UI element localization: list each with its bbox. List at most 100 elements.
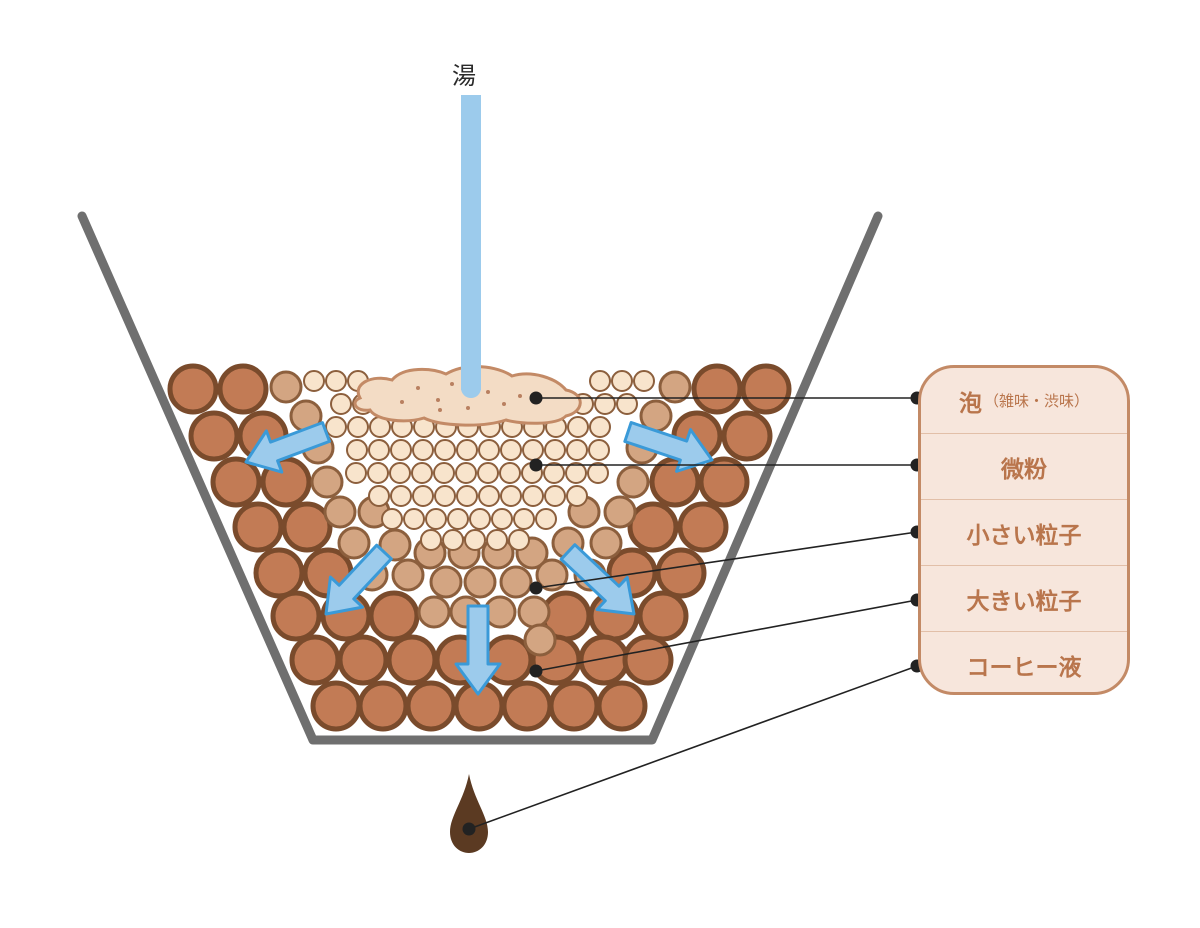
large-particle xyxy=(310,680,362,732)
water-stream-bar xyxy=(461,95,481,390)
fine-particle xyxy=(594,393,616,415)
legend-label-liquid: コーヒー液 xyxy=(966,655,1082,681)
foam-speck xyxy=(466,406,470,410)
fine-particle xyxy=(381,508,403,530)
fine-particle xyxy=(390,485,412,507)
legend-item-fines: 微粉 xyxy=(921,434,1127,500)
large-particle xyxy=(405,680,457,732)
large-particle xyxy=(655,547,707,599)
fine-particle xyxy=(535,508,557,530)
foam-speck xyxy=(450,382,454,386)
flow-arrows xyxy=(244,421,714,696)
fine-particle xyxy=(368,439,390,461)
small-particle xyxy=(658,370,692,404)
fine-particle xyxy=(499,462,521,484)
fine-particle xyxy=(522,485,544,507)
fine-particle xyxy=(486,529,508,551)
large-particle xyxy=(289,634,341,686)
fine-particle xyxy=(464,529,486,551)
fine-particle xyxy=(412,439,434,461)
small-particle xyxy=(523,623,557,657)
fine-particle xyxy=(633,370,655,392)
fine-particle xyxy=(543,462,565,484)
large-particle xyxy=(578,634,630,686)
fine-particle xyxy=(565,462,587,484)
fine-particle xyxy=(567,416,589,438)
fine-particle xyxy=(589,416,611,438)
foam-speck xyxy=(486,390,490,394)
fine-particle xyxy=(478,485,500,507)
legend-item-large: 大きい粒子 xyxy=(921,566,1127,632)
leader-dot-small xyxy=(529,581,543,595)
flow-arrow-upper-right xyxy=(623,421,714,473)
fine-particle xyxy=(389,462,411,484)
large-particle xyxy=(210,456,262,508)
large-particle xyxy=(217,363,269,415)
large-particle xyxy=(677,501,729,553)
fine-particle xyxy=(325,416,347,438)
fine-particle xyxy=(544,439,566,461)
water-label: 湯 xyxy=(452,62,476,90)
fine-particle xyxy=(425,508,447,530)
fine-particle xyxy=(412,485,434,507)
fine-particle xyxy=(403,508,425,530)
small-particle xyxy=(310,465,344,499)
fine-particle xyxy=(390,439,412,461)
fine-particle xyxy=(513,508,535,530)
fine-particle xyxy=(367,462,389,484)
large-particle xyxy=(721,410,773,462)
legend-label-foam: 泡 xyxy=(958,390,982,417)
coffee-drop-shape xyxy=(450,774,488,853)
large-particle xyxy=(337,634,389,686)
leader-line-large xyxy=(535,599,918,672)
large-particle xyxy=(548,680,600,732)
fine-particle xyxy=(442,529,464,551)
fine-particle xyxy=(616,393,638,415)
fine-particle xyxy=(411,462,433,484)
small-particle xyxy=(391,558,425,592)
fine-particle xyxy=(611,370,633,392)
small-particle xyxy=(535,558,569,592)
legend-label-fines: 微粉 xyxy=(1001,456,1047,483)
small-particle xyxy=(517,595,551,629)
fine-particle xyxy=(491,508,513,530)
fine-particle xyxy=(456,485,478,507)
large-particle xyxy=(281,501,333,553)
fine-particle xyxy=(455,462,477,484)
fine-particle xyxy=(420,529,442,551)
large-particle xyxy=(188,410,240,462)
foam-speck xyxy=(502,402,506,406)
large-particle xyxy=(698,456,750,508)
coffee-drop xyxy=(450,774,488,853)
small-particle xyxy=(589,526,623,560)
small-particle xyxy=(323,495,357,529)
water-stream-tip xyxy=(461,378,481,398)
foam-speck xyxy=(416,386,420,390)
large-particle xyxy=(740,363,792,415)
small-particle xyxy=(499,565,533,599)
leader-lines xyxy=(462,391,924,836)
foam-speck xyxy=(518,394,522,398)
fine-particle xyxy=(588,439,610,461)
large-particle xyxy=(167,363,219,415)
fine-particle xyxy=(434,485,456,507)
dripper-wall xyxy=(77,211,883,745)
fine-particle xyxy=(589,370,611,392)
legend-label-large: 大きい粒子 xyxy=(966,588,1082,615)
large-particle xyxy=(386,634,438,686)
fine-particle xyxy=(508,529,530,551)
foam-speck xyxy=(436,398,440,402)
large-particle xyxy=(622,634,674,686)
fine-particle xyxy=(347,416,369,438)
small-particle xyxy=(616,465,650,499)
foam-speck xyxy=(438,408,442,412)
large-particle xyxy=(596,680,648,732)
legend-label-small: 小さい粒子 xyxy=(966,522,1082,549)
large-particle xyxy=(232,501,284,553)
large-particle xyxy=(270,590,322,642)
small-particle xyxy=(378,528,412,562)
leader-dot-fines xyxy=(529,458,543,472)
leader-line-liquid xyxy=(468,665,918,830)
large-particle xyxy=(501,680,553,732)
fine-particle xyxy=(469,508,491,530)
